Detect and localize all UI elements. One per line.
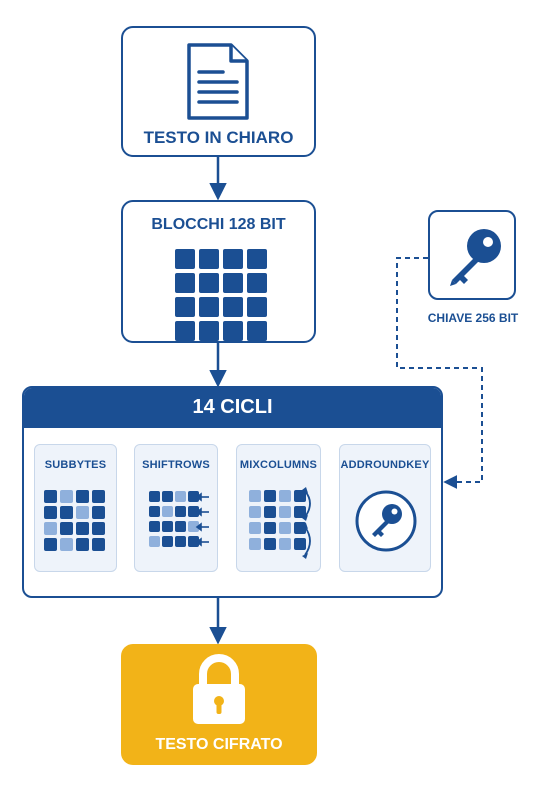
stage-shiftrows: SHIFTROWS: [134, 444, 218, 572]
state-cell: [162, 536, 173, 547]
block-cell: [247, 249, 267, 269]
block-cell: [175, 321, 195, 341]
state-cell: [149, 521, 160, 532]
key-icon: [355, 490, 417, 552]
shiftrows-grid: [149, 491, 199, 547]
state-cell: [249, 522, 261, 534]
state-cell: [294, 506, 306, 518]
state-cell: [294, 522, 306, 534]
block-cell: [223, 249, 243, 269]
state-cell: [149, 536, 160, 547]
state-cell: [279, 490, 291, 502]
state-cell: [76, 506, 89, 519]
state-cell: [294, 538, 306, 550]
block-cell: [199, 297, 219, 317]
state-cell: [149, 506, 160, 517]
block-cell: [175, 297, 195, 317]
stage-mixcolumns-label: MIXCOLUMNS: [239, 459, 318, 471]
block-cell: [223, 273, 243, 293]
block-cell: [223, 297, 243, 317]
state-cell: [92, 490, 105, 503]
state-cell: [188, 491, 199, 502]
state-cell: [264, 506, 276, 518]
ciphertext-label: TESTO CIFRATO: [155, 736, 283, 753]
block-grid: [175, 249, 267, 341]
state-cell: [188, 506, 199, 517]
state-cell: [175, 506, 186, 517]
state-cell: [44, 506, 57, 519]
subbytes-grid: [44, 490, 105, 551]
rounds-header: [24, 388, 441, 428]
mixcolumns-grid: [249, 490, 306, 550]
state-cell: [92, 506, 105, 519]
plaintext-label: TESTO IN CHIARO: [143, 128, 294, 147]
state-cell: [249, 506, 261, 518]
stage-subbytes-label: SUBBYTES: [44, 459, 107, 471]
state-cell: [149, 491, 160, 502]
state-cell: [264, 522, 276, 534]
key-icon: [450, 229, 501, 286]
state-cell: [249, 490, 261, 502]
state-cell: [264, 538, 276, 550]
plaintext-box: TESTO IN CHIARO: [121, 26, 316, 157]
stage-shiftrows-label: SHIFTROWS: [142, 459, 210, 471]
blocks-label: BLOCCHI 128 BIT: [151, 216, 286, 233]
stage-subbytes: SUBBYTES: [34, 444, 117, 572]
shift-arrows-icon: [195, 492, 209, 547]
state-cell: [175, 521, 186, 532]
block-cell: [223, 321, 243, 341]
block-cell: [199, 321, 219, 341]
state-cell: [60, 490, 73, 503]
block-cell: [247, 321, 267, 341]
stage-mixcolumns: MIXCOLUMNS: [236, 444, 321, 572]
state-cell: [279, 506, 291, 518]
state-cell: [249, 538, 261, 550]
document-icon: [187, 43, 249, 120]
state-cell: [44, 522, 57, 535]
state-cell: [162, 506, 173, 517]
state-cell: [188, 536, 199, 547]
state-cell: [60, 522, 73, 535]
ciphertext-box: TESTO CIFRATO: [121, 644, 317, 765]
block-cell: [247, 297, 267, 317]
state-cell: [188, 521, 199, 532]
state-cell: [60, 538, 73, 551]
mix-arrows-icon: [302, 487, 311, 559]
arrow-key-to-addroundkey: [396, 257, 483, 489]
state-cell: [76, 538, 89, 551]
state-cell: [175, 491, 186, 502]
key-box: [428, 210, 516, 300]
state-cell: [294, 490, 306, 502]
stage-addroundkey-label: ADDROUNDKEY: [340, 459, 430, 471]
state-cell: [279, 538, 291, 550]
state-cell: [44, 490, 57, 503]
state-cell: [279, 522, 291, 534]
state-cell: [92, 538, 105, 551]
rounds-label: 14 CICLI: [192, 396, 273, 418]
block-cell: [247, 273, 267, 293]
state-cell: [175, 536, 186, 547]
block-cell: [175, 273, 195, 293]
block-cell: [199, 273, 219, 293]
state-cell: [76, 490, 89, 503]
padlock-icon: [193, 654, 245, 724]
blocks-box: BLOCCHI 128 BIT: [121, 200, 316, 343]
state-cell: [162, 491, 173, 502]
state-cell: [92, 522, 105, 535]
state-cell: [60, 506, 73, 519]
block-cell: [199, 249, 219, 269]
state-cell: [162, 521, 173, 532]
state-cell: [76, 522, 89, 535]
state-cell: [44, 538, 57, 551]
key-label: CHIAVE 256 BIT: [427, 311, 519, 325]
block-cell: [175, 249, 195, 269]
state-cell: [264, 490, 276, 502]
stage-addroundkey: ADDROUNDKEY: [339, 444, 431, 572]
